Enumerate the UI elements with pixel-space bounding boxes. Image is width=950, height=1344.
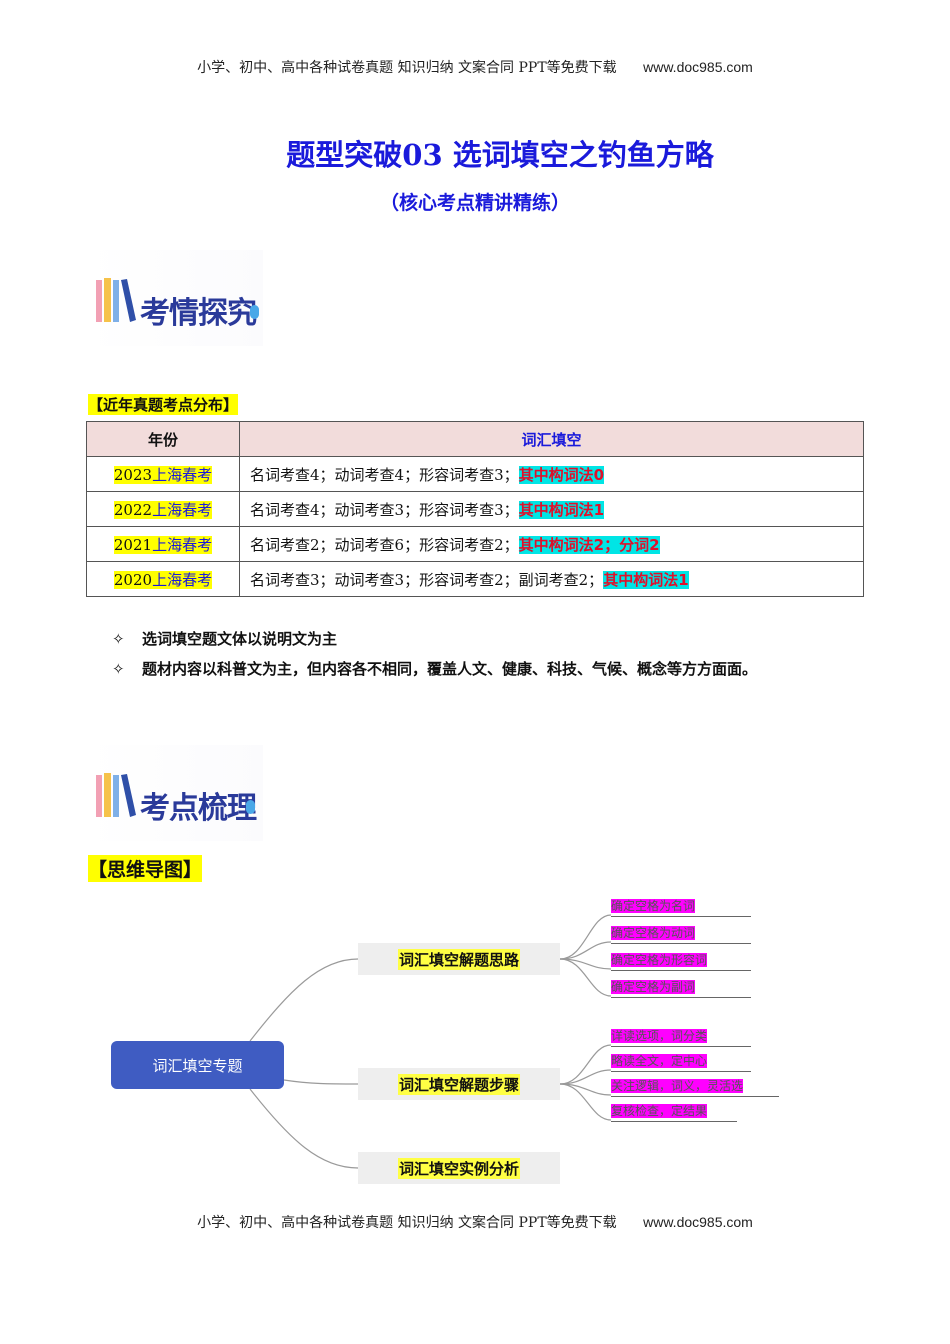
desc-cell: 名词考查4；动词考查4；形容词考查3；其中构词法0 [239,456,864,492]
word-formation-highlight: 其中构词法2；分词2 [518,535,660,554]
header-text: 小学、初中、高中各种试卷真题 知识归纳 文案合同 PPT等免费下载 [197,60,617,76]
mindmap-label: 【思维导图】 [88,855,203,882]
table-row: 2022上海春考 名词考查4；动词考查3；形容词考查3；其中构词法1 [86,491,864,527]
dot-icon [250,305,259,319]
header-url[interactable]: www.doc985.com [643,59,753,75]
section-banner-exam-analysis: 考情探究 [88,250,263,346]
year-cell: 2021上海春考 [113,535,213,554]
mindmap-leaf: 确定空格为名词 [611,897,751,917]
mindmap-leaf: 关注逻辑，词义，灵活选 [611,1077,779,1097]
desc-cell: 名词考查2；动词考查6；形容词考查2；其中构词法2；分词2 [239,526,864,562]
table-header-row: 年份 词汇填空 [86,421,864,457]
mindmap-leaf: 复核检查，定结果 [611,1102,737,1122]
mindmap-leaf: 略读全文，定中心 [611,1052,751,1072]
section-title: 考点梳理 [140,791,257,826]
bullet-list: ✧ 选词填空题文体以说明文为主 ✧ 题材内容以科普文为主，但内容各不相同，覆盖人… [112,628,757,688]
word-formation-highlight: 其中构词法1 [518,500,605,519]
page-header: 小学、初中、高中各种试卷真题 知识归纳 文案合同 PPT等免费下载 www.do… [0,57,950,77]
section-title: 考情探究 [140,296,257,331]
dot-icon [246,800,255,814]
table-row: 2020上海春考 名词考查3；动词考查3；形容词考查2；副词考查2；其中构词法1 [86,561,864,597]
page-title: 题型突破03 选词填空之钓鱼方略 [286,138,714,172]
mindmap-leaf: 详读选项，词分类 [611,1027,751,1047]
section-banner-key-points: 考点梳理 [88,745,263,841]
desc-cell: 名词考查4；动词考查3；形容词考查3；其中构词法1 [239,491,864,527]
footer-url[interactable]: www.doc985.com [643,1214,753,1230]
books-icon [96,278,136,322]
column-header-year: 年份 [86,421,240,457]
year-cell: 2022上海春考 [113,500,213,519]
table-row: 2023上海春考 名词考查4；动词考查4；形容词考查3；其中构词法0 [86,456,864,492]
word-formation-highlight: 其中构词法0 [518,465,605,484]
distribution-label: 【近年真题考点分布】 [88,394,239,415]
books-icon [96,773,136,817]
list-item: ✧ 题材内容以科普文为主，但内容各不相同，覆盖人文、健康、科技、气候、概念等方方… [112,658,757,688]
footer-text: 小学、初中、高中各种试卷真题 知识归纳 文案合同 PPT等免费下载 [197,1215,617,1231]
exam-distribution-table: 年份 词汇填空 2023上海春考 名词考查4；动词考查4；形容词考查3；其中构词… [86,421,864,597]
word-formation-highlight: 其中构词法1 [603,570,689,589]
mindmap-leaf: 确定空格为副词 [611,978,751,998]
table-row: 2021上海春考 名词考查2；动词考查6；形容词考查2；其中构词法2；分词2 [86,526,864,562]
mindmap-branch-approach: 词汇填空解题思路 [358,943,560,975]
desc-cell: 名词考查3；动词考查3；形容词考查2；副词考查2；其中构词法1 [239,561,864,597]
mindmap-leaf: 确定空格为动词 [611,924,751,944]
page-subtitle: （核心考点精讲精练） [379,192,570,214]
diamond-star-icon: ✧ [112,660,125,678]
mindmap-leaf: 确定空格为形容词 [611,951,751,971]
year-cell: 2023上海春考 [113,465,213,484]
list-item: ✧ 选词填空题文体以说明文为主 [112,628,757,658]
page-footer: 小学、初中、高中各种试卷真题 知识归纳 文案合同 PPT等免费下载 www.do… [0,1212,950,1232]
column-header-vocab: 词汇填空 [239,421,864,457]
mindmap-branch-examples: 词汇填空实例分析 [358,1152,560,1184]
diamond-star-icon: ✧ [112,630,125,648]
year-cell: 2020上海春考 [113,570,213,589]
mindmap-root-node: 词汇填空专题 [111,1041,284,1089]
mindmap-branch-steps: 词汇填空解题步骤 [358,1068,560,1100]
